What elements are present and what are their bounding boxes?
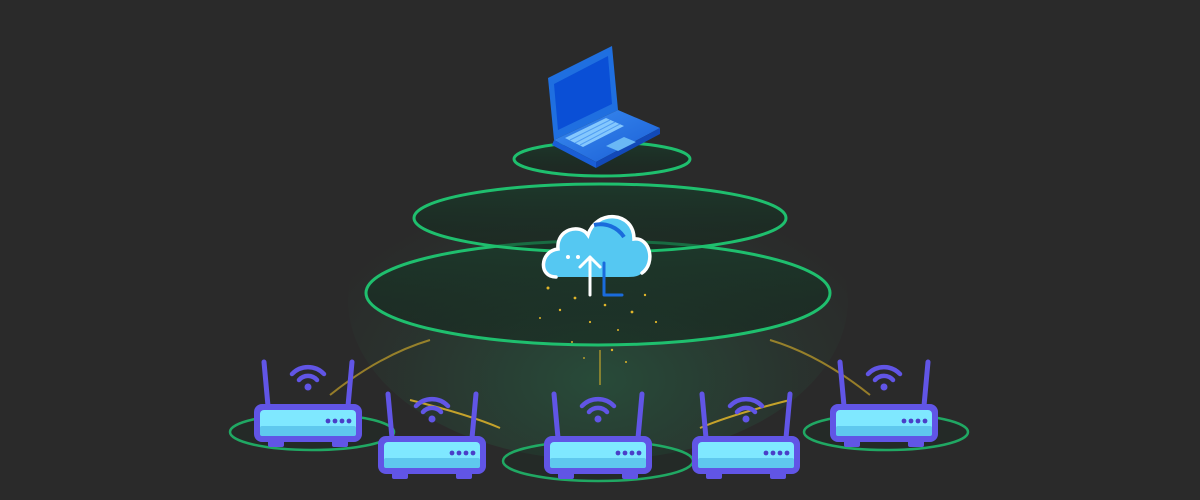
cloud-upload-icon (541, 215, 652, 297)
laptop-icon (548, 46, 660, 168)
wifi-router-icon (830, 362, 938, 447)
particles (539, 286, 658, 363)
wifi-router-icon (254, 362, 362, 447)
